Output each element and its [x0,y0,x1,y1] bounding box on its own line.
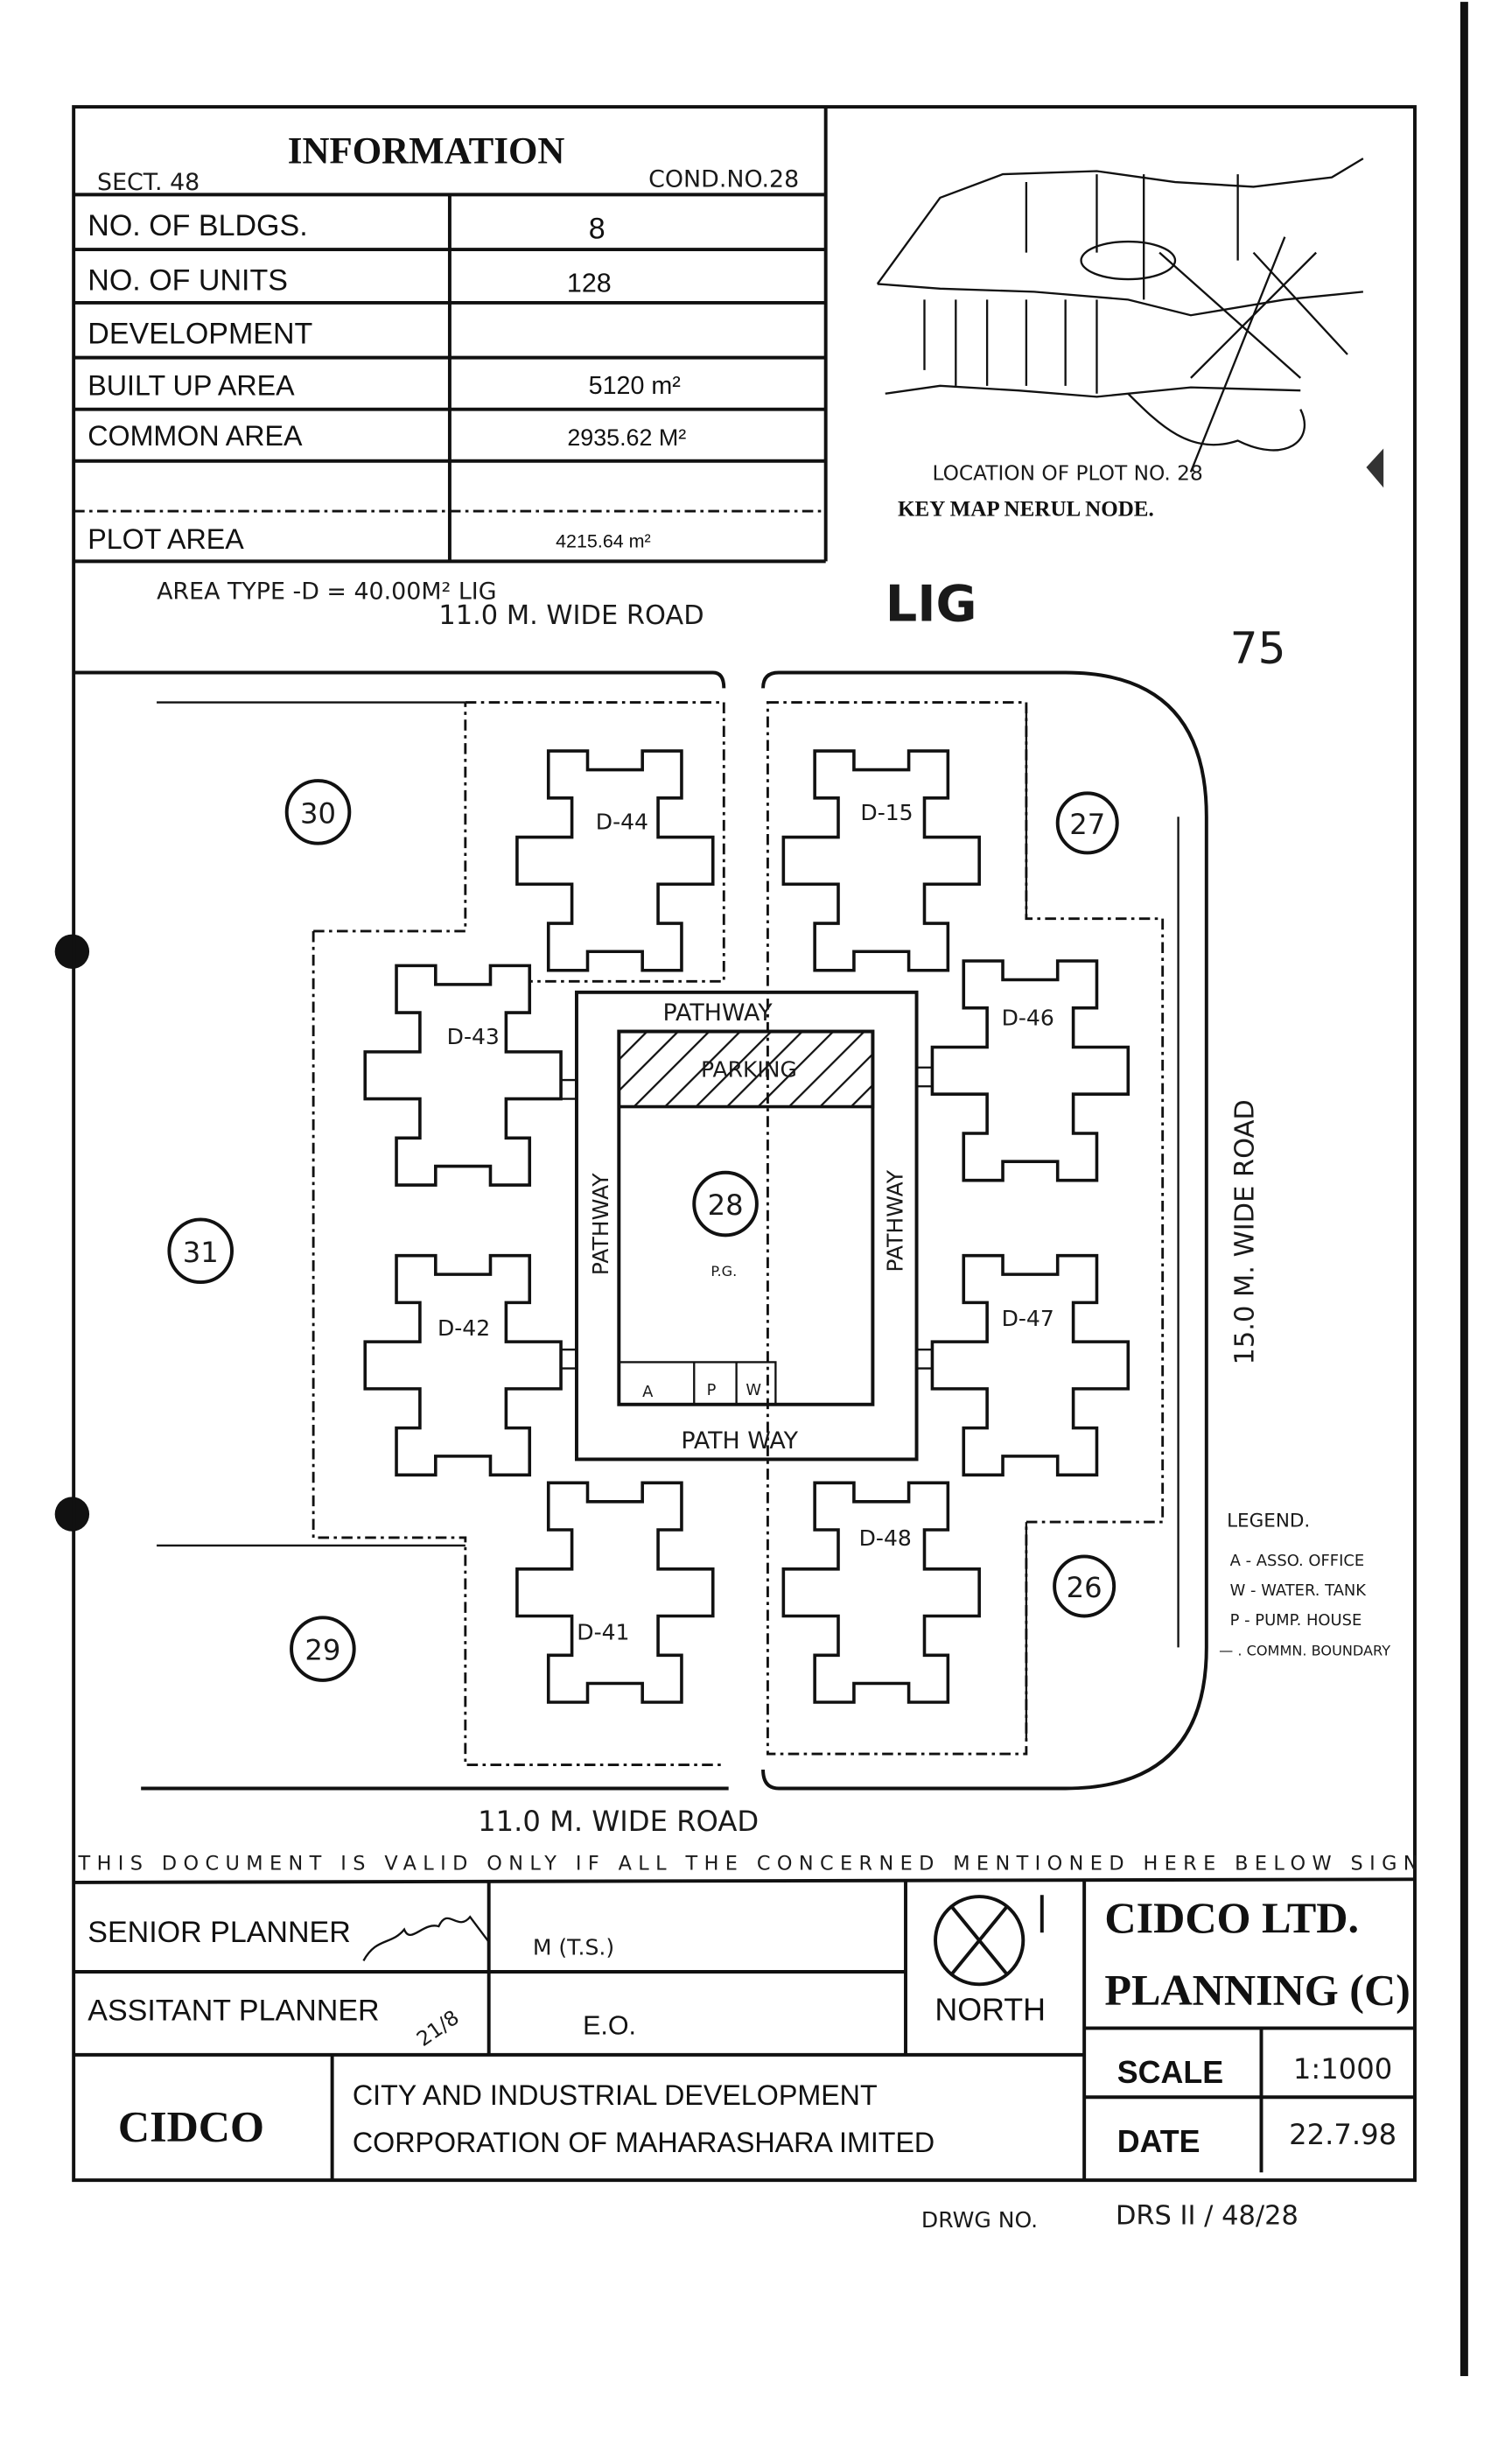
drawing-frame [72,105,1417,2183]
side-road-label: 15.0 M. WIDE ROAD [1230,1099,1261,1364]
svg-text:27: 27 [1069,808,1105,841]
utility-label: A [642,1383,654,1401]
svg-text:W - WATER. TANK: W - WATER. TANK [1230,1581,1368,1600]
building-label: D-15 [860,800,913,825]
site-plan: D-44 D-15 D-43 D-46 D-42 D-47 D-41 D-48 … [74,670,1390,1791]
building-d-42 [363,1253,563,1477]
row-label: NO. OF BLDGS. [88,209,307,242]
north-symbol-icon [934,1895,1044,1987]
building-label: D-41 [577,1619,629,1644]
title-block: SENIOR PLANNER M (T.S.) ASSITANT PLANNER… [74,1877,1415,2181]
key-map-caption: KEY MAP NERUL NODE. [898,497,1154,521]
parking-area [617,1029,875,1109]
plot-31: 31 [167,1217,234,1285]
drawing-no-value: DRS II / 48/28 [1116,2200,1298,2231]
senior-planner-note: M (T.S.) [533,1934,614,1960]
row-label: PLOT AREA [88,523,244,555]
senior-planner-label: SENIOR PLANNER [88,1916,351,1949]
building-label: D-44 [596,810,648,835]
svg-text:26: 26 [1067,1571,1102,1604]
north-label: NORTH [934,1992,1046,2027]
handwritten-number: 75 [1230,622,1286,674]
building-d-44 [515,749,715,972]
date-label: DATE [1117,2124,1200,2159]
company-name: CIDCO LTD. [1104,1893,1359,1942]
eo-label: E.O. [583,2011,636,2041]
plot-29: 29 [290,1616,356,1682]
assistant-planner-label: ASSITANT PLANNER [88,1994,379,2027]
disclaimer: THIS DOCUMENT IS VALID ONLY IF ALL THE C… [78,1853,1418,1876]
sector-label: SECT. 48 [97,169,200,196]
row-value: 4215.64 m² [556,530,651,551]
drawing-no-label: DRWG NO. [921,2207,1038,2233]
utility-label: W [746,1381,761,1399]
scan-edge-right [1460,2,1468,2376]
svg-text:P - PUMP. HOUSE: P - PUMP. HOUSE [1230,1611,1362,1630]
department-name: PLANNING (C) [1104,1966,1410,2015]
building-label: D-43 [447,1024,500,1049]
cidco-logo-text: CIDCO [118,2101,264,2150]
pathway-bottom-label: PATH WAY [681,1427,798,1455]
building-label: D-46 [1002,1005,1054,1030]
building-d-47 [930,1253,1130,1477]
row-value: 128 [567,268,612,298]
plot-27: 27 [1055,791,1119,855]
svg-text:A - ASSO. OFFICE: A - ASSO. OFFICE [1230,1552,1365,1570]
building-label: D-42 [438,1315,490,1341]
building-d-43 [363,964,563,1187]
pathway-right-label: PATHWAY [882,1169,907,1272]
key-map-location-label: LOCATION OF PLOT NO. 28 [932,461,1202,485]
svg-text:29: 29 [304,1634,340,1667]
building-d-48 [781,1481,981,1704]
building-label: D-47 [1002,1306,1054,1331]
parking-label: PARKING [701,1057,797,1083]
building-d-15 [781,749,981,972]
svg-text:31: 31 [183,1236,219,1269]
legend: LEGEND. A - ASSO. OFFICE W - WATER. TANK… [1219,1510,1390,1658]
building-d-41 [515,1481,715,1704]
svg-text:28: 28 [708,1188,744,1222]
row-value: 5120 m² [589,372,681,400]
plot-30: 30 [284,779,352,845]
row-label: NO. OF UNITS [88,264,288,298]
scale-value: 1:1000 [1293,2052,1392,2086]
utility-label: P [707,1381,717,1399]
handwritten-lig: LIG [886,574,977,633]
org-name-line1: CITY AND INDUSTRIAL DEVELOPMENT [353,2079,878,2111]
svg-text:30: 30 [300,796,336,830]
org-name-line2: CORPORATION OF MAHARASHARA IMITED [353,2127,934,2158]
area-type-label: AREA TYPE -D = 40.00M² LIG [157,578,496,605]
bottom-road-label: 11.0 M. WIDE ROAD [478,1805,759,1838]
pathway-left-label: PATHWAY [588,1173,613,1275]
plot-28: 28 [692,1170,759,1238]
svg-text:— . COMMN. BOUNDARY: — . COMMN. BOUNDARY [1219,1642,1390,1658]
cond-no-label: COND.NO.28 [648,165,799,193]
key-map: LOCATION OF PLOT NO. 28 KEY MAP NERUL NO… [876,158,1384,521]
building-label: D-48 [859,1525,912,1551]
info-title: INFORMATION [288,131,565,172]
pathway-top-label: PATHWAY [663,999,774,1027]
north-arrow-icon [1366,448,1384,488]
row-label: COMMON AREA [88,420,303,452]
row-label: BUILT UP AREA [88,370,295,402]
building-d-46 [930,959,1130,1182]
top-road-label: 11.0 M. WIDE ROAD [438,600,704,631]
plot-26: 26 [1053,1554,1116,1618]
row-value: 8 [589,213,606,246]
play-area-label: P.G. [710,1263,737,1280]
assistant-planner-date: 21/8 [412,2006,463,2051]
scale-label: SCALE [1117,2055,1223,2090]
row-label: DEVELOPMENT [88,317,312,350]
date-value: 22.7.98 [1289,2118,1396,2151]
row-value: 2935.62 M² [567,424,686,451]
information-table: INFORMATION SECT. 48 COND.NO.28 NO. OF B… [74,107,828,605]
senior-planner-signature [362,1915,490,1962]
svg-text:LEGEND.: LEGEND. [1227,1510,1310,1532]
